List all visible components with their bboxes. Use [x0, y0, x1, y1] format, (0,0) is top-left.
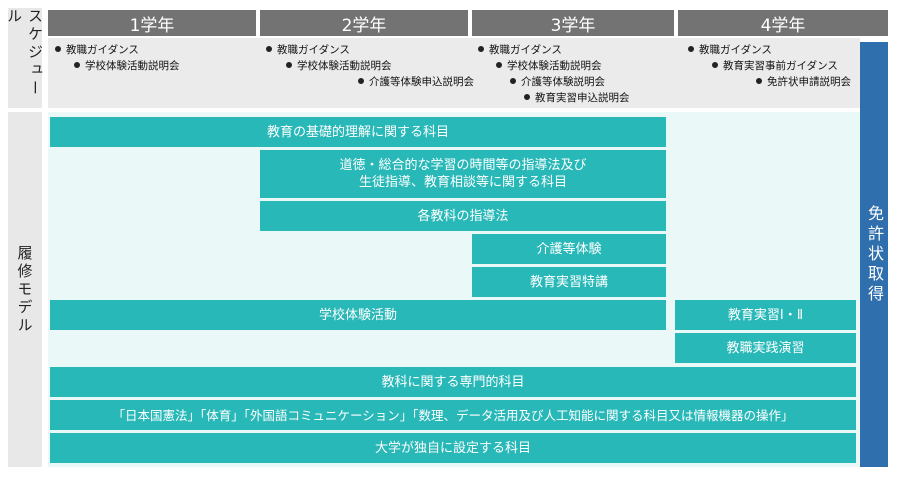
schedule-item-label: 教職ガイダンス: [66, 44, 139, 56]
license-acquisition: 免許状取得: [860, 42, 888, 467]
schedule-item: 学校体験活動説明会: [74, 60, 180, 73]
schedule-item: 免許状申請説明会: [756, 76, 851, 89]
bar-university-original: 大学が独自に設定する科目: [50, 433, 856, 463]
schedule-item-label: 学校体験活動説明会: [507, 60, 602, 72]
year-header-2: 2学年: [260, 10, 472, 36]
schedule-item-label: 教職ガイダンス: [699, 44, 772, 56]
bar-teaching-practicum: 教育実習Ⅰ・Ⅱ: [675, 300, 856, 330]
schedule-item: 教職ガイダンス: [688, 44, 772, 57]
schedule-item: 教育実習事前ガイダンス: [712, 60, 838, 73]
bar-practicum-special: 教育実習特講: [472, 267, 666, 297]
bar-care-experience: 介護等体験: [472, 234, 666, 264]
bar-moral-guidance: 道徳・総合的な学習の時間等の指導法及び 生徒指導、教育相談等に関する科目: [260, 150, 666, 198]
year-header-1: 1学年: [48, 10, 260, 36]
bar-required-general: 「日本国憲法」「体育」「外国語コミュニケーション」「数理、データ活用及び人工知能…: [50, 400, 856, 430]
bar-moral-guidance-line2: 生徒指導、教育相談等に関する科目: [358, 175, 567, 190]
schedule-side-label: スケジュール: [5, 8, 44, 108]
bullet-icon: [74, 62, 80, 68]
bullet-icon: [524, 94, 530, 100]
bullet-icon: [358, 78, 364, 84]
bullet-icon: [496, 62, 502, 68]
bullet-icon: [55, 46, 61, 52]
schedule-area: [48, 38, 860, 108]
schedule-item: 教職ガイダンス: [266, 44, 350, 57]
bar-basic-education: 教育の基礎的理解に関する科目: [50, 117, 666, 147]
schedule-item: 教職ガイダンス: [478, 44, 562, 57]
bar-school-experience: 学校体験活動: [50, 300, 666, 330]
schedule-item: 学校体験活動説明会: [496, 60, 602, 73]
schedule-item-label: 学校体験活動説明会: [85, 60, 180, 72]
bar-subject-teaching: 各教科の指導法: [260, 201, 666, 231]
model-side-label: 履修モデル: [8, 112, 42, 467]
year-header-3: 3学年: [472, 10, 678, 36]
schedule-item-label: 教育実習事前ガイダンス: [723, 60, 838, 72]
schedule-item: 教育実習申込説明会: [524, 92, 630, 105]
year-header-4: 4学年: [678, 10, 888, 36]
bar-moral-guidance-line1: 道徳・総合的な学習の時間等の指導法及び: [339, 158, 587, 173]
bullet-icon: [712, 62, 718, 68]
schedule-item-label: 教職ガイダンス: [277, 44, 350, 56]
schedule-item: 教職ガイダンス: [55, 44, 139, 57]
bullet-icon: [478, 46, 484, 52]
bar-teaching-seminar: 教職実践演習: [675, 333, 856, 363]
bullet-icon: [266, 46, 272, 52]
schedule-item-label: 免許状申請説明会: [767, 76, 851, 88]
bullet-icon: [756, 78, 762, 84]
schedule-item-label: 介護等体験申込説明会: [369, 76, 474, 88]
bar-specialized-subjects: 教科に関する専門的科目: [50, 367, 856, 397]
schedule-item: 介護等体験説明会: [510, 76, 605, 89]
bullet-icon: [688, 46, 694, 52]
schedule-item-label: 教育実習申込説明会: [535, 92, 630, 104]
schedule-item-label: 学校体験活動説明会: [297, 60, 392, 72]
bullet-icon: [286, 62, 292, 68]
bullet-icon: [510, 78, 516, 84]
schedule-item: 学校体験活動説明会: [286, 60, 392, 73]
schedule-item: 介護等体験申込説明会: [358, 76, 474, 89]
schedule-item-label: 介護等体験説明会: [521, 76, 605, 88]
schedule-item-label: 教職ガイダンス: [489, 44, 562, 56]
